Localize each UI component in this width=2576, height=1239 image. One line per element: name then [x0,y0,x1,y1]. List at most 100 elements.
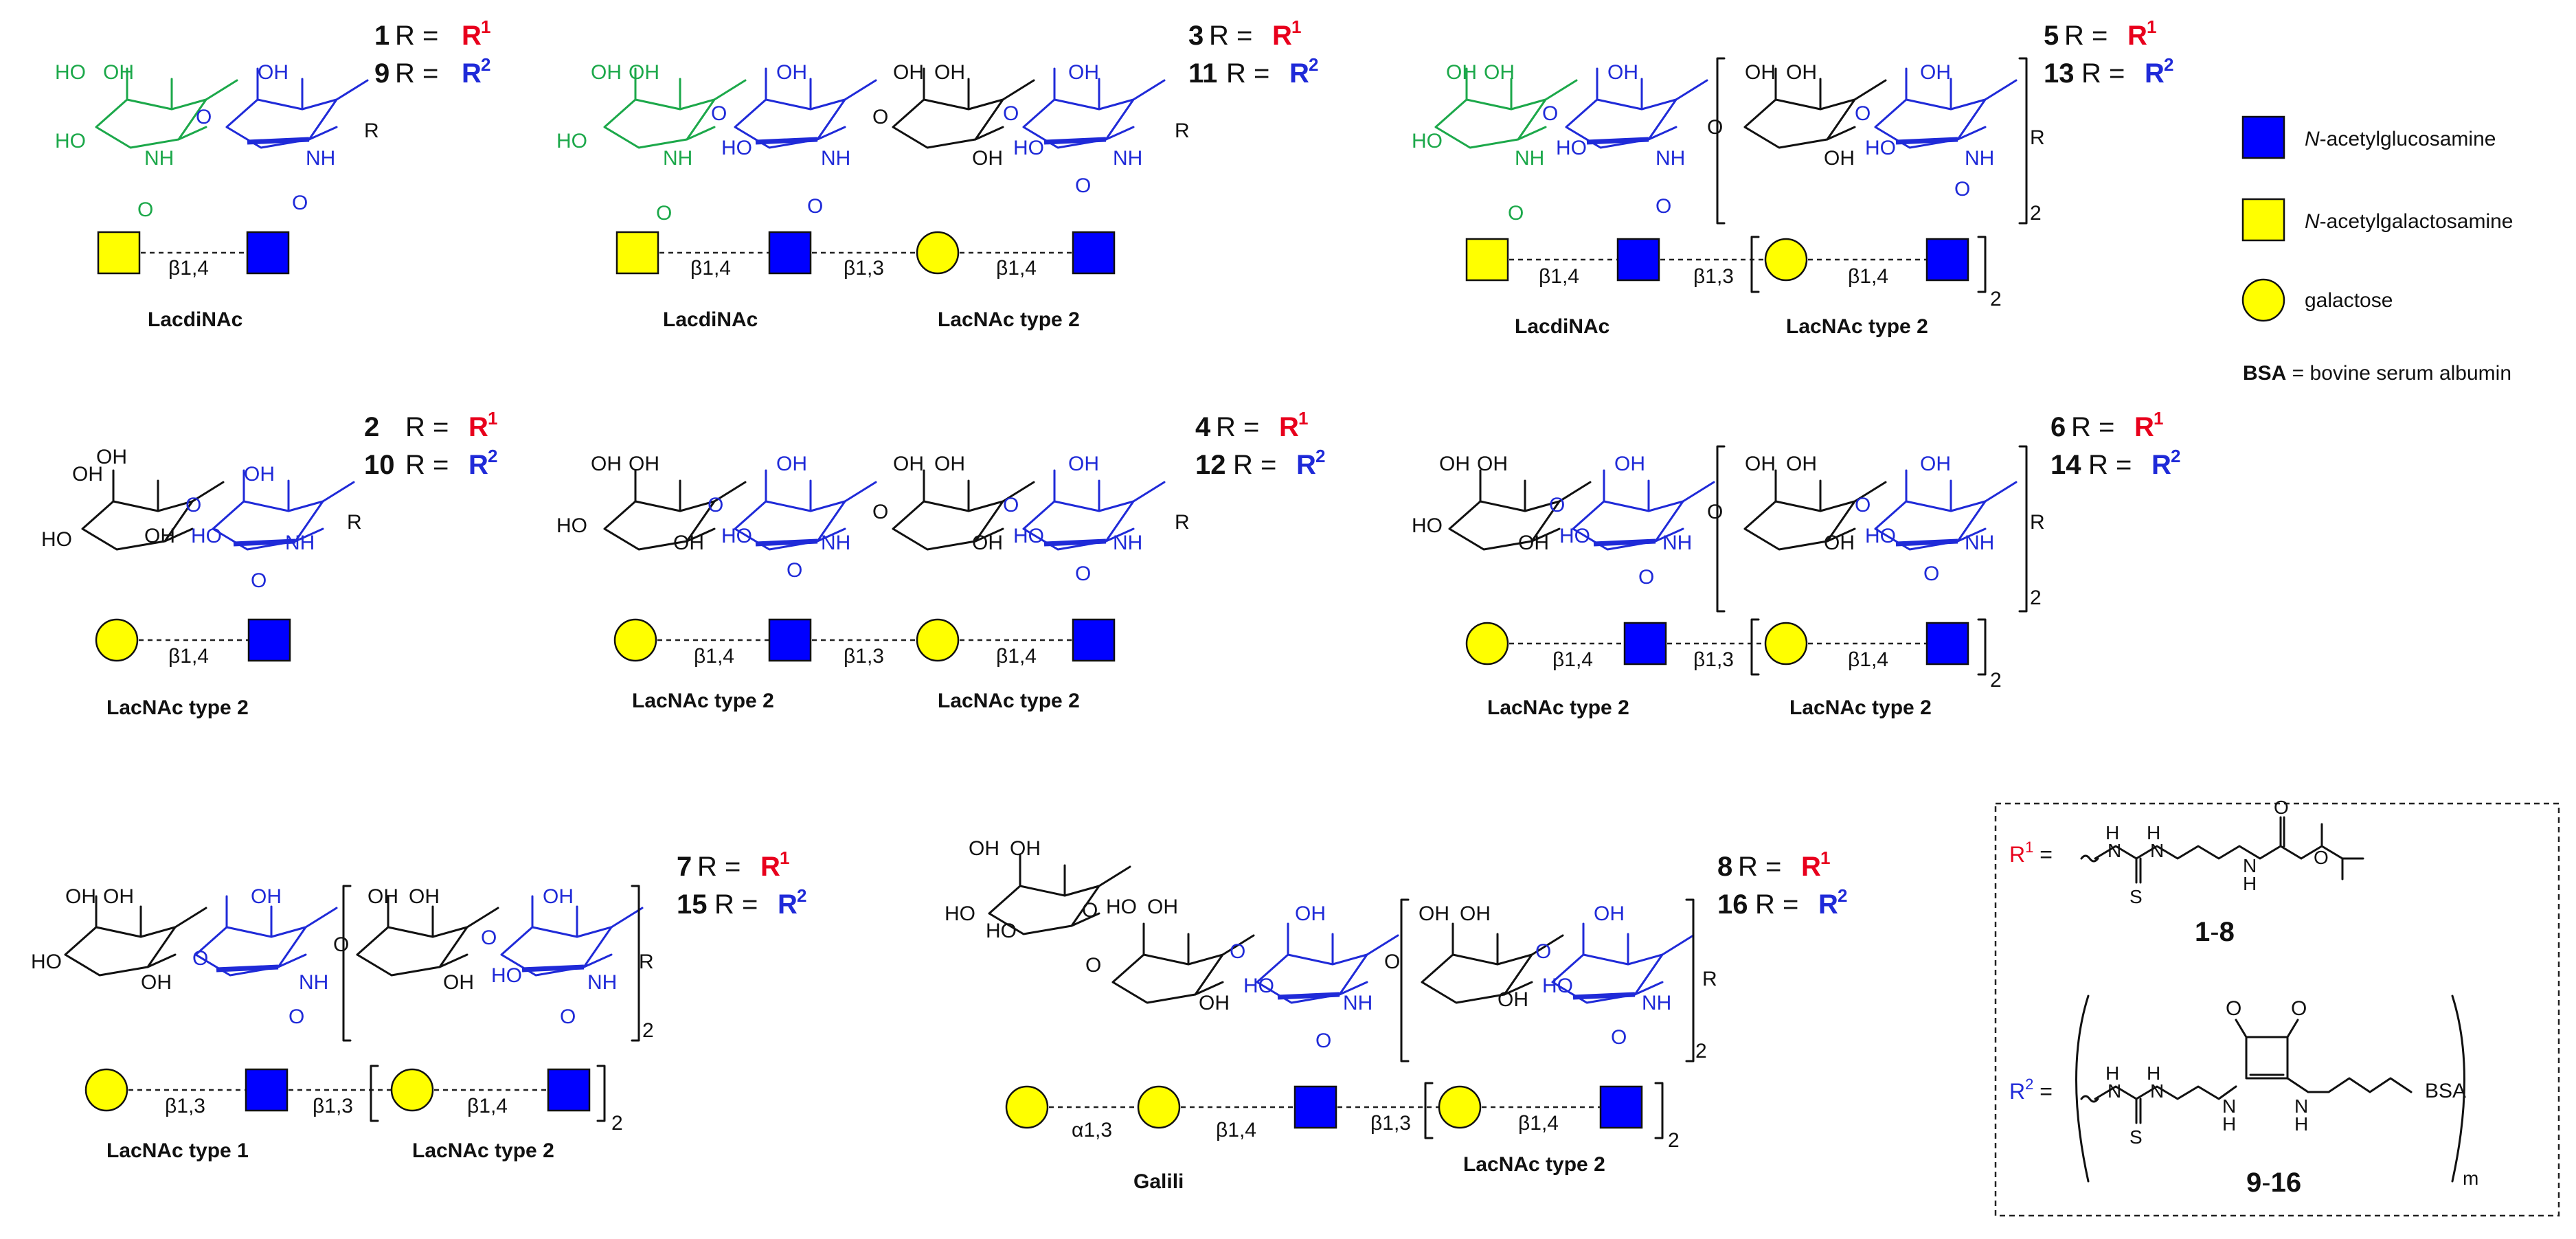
compound-2-structure: OH OH HO OH O OH HO NH O R [41,446,362,592]
r2-superscript: 2 [1315,446,1325,466]
atom-label: OH [1498,988,1528,1011]
compound-number: 5 [2044,21,2059,51]
legend-text: -acetylglucosamine [2320,128,2496,150]
compound-2-glycan: β1,4 LacNAc type 2 [95,618,291,719]
repeat-count: 2 [1990,669,2002,692]
linkage-label: β1,4 [168,257,209,280]
r-equals: R = [714,889,758,920]
atom-label: HO [1559,525,1590,547]
atom-label: OH [1477,453,1508,475]
atom-label: HO [1013,525,1044,547]
r2-symbol: R [778,889,798,920]
atom-label: OH [1745,453,1776,475]
atom-label: O [1855,494,1871,516]
atom-label: NH [663,147,692,170]
glcnac-square-icon [2241,115,2285,159]
atom-label: OH [972,147,1003,170]
compound-number: 15 [677,889,708,920]
atom-label: HO [1865,137,1896,159]
repeat-count: 2 [642,1019,654,1042]
atom-label: O [708,494,723,516]
r2-superscript: 2 [2164,54,2173,75]
atom-label: OH [1920,61,1951,84]
compound-8-structure: OH OH HO HO O O HO OH OH O OH HO NH O O … [945,837,1717,1062]
atom-label: H [2105,1062,2119,1084]
compound-number: 14 [2050,450,2081,480]
bsa-label: BSA [2425,1080,2466,1102]
unit-label: LacdiNAc [1515,315,1609,338]
atom-label: OH [1518,532,1549,554]
atom-label: O [711,102,727,125]
r1-superscript: 1 [481,16,490,37]
compound-7-numbers: 7 R = R 1 15 R = R 2 [677,848,806,920]
atom-label: S [2129,886,2143,907]
atom-label: OH [409,885,440,908]
atom-label: HO [721,525,752,547]
atom-label: OH [776,61,807,84]
atom-label: OH [776,453,807,475]
compound-3-glycan: β1,4 β1,3 β1,4 LacdiNAc LacNAc type 2 [615,231,1116,331]
atom-label: H [2243,873,2257,894]
atom-label: NH [1662,532,1692,554]
linkage-label: β1,4 [1518,1112,1559,1135]
unit-label: LacNAc type 2 [1786,315,1928,338]
atom-label: OH [591,61,622,84]
r-equals: R = [2088,450,2132,480]
atom-label: OH [629,61,659,84]
r2-superscript: 2 [797,885,806,906]
repeat-count: 2 [2030,587,2042,609]
gal-circle-icon [1465,622,1509,666]
atom-label: O [872,501,888,523]
r1-symbol: R [2127,21,2147,51]
r2-symbol: R [1289,58,1309,89]
atom-label: OH [65,885,96,908]
gal-circle-icon [1438,1085,1482,1129]
unit-label: LacNAc type 1 [106,1139,249,1162]
atom-label: HO [55,130,86,152]
atom-label: HO [31,951,62,973]
compound-4-glycan: β1,4 β1,3 β1,4 LacNAc type 2 LacNAc type… [613,618,1116,712]
legend-prefix: N [2305,128,2320,150]
r2-symbol: R [2145,58,2165,89]
atom-label: NH [306,147,335,170]
atom-label: NH [1965,147,1994,170]
compound-number: 8 [1717,852,1732,882]
atom-label: HO [491,964,522,987]
r-equals: R = [1216,412,1259,442]
gal-circle-icon [916,231,960,275]
atom-label: H [2294,1113,2308,1135]
atom-label: OH [1824,147,1855,170]
r2-superscript: 2 [481,54,490,75]
atom-label: O [560,1005,576,1028]
atom-label: R [1175,120,1190,142]
compound-5-structure: OH OH HO NH O O OH HO NH O O OH OH OH O … [1412,57,2045,225]
atom-label: OH [1607,61,1638,84]
r2-symbol: R [1296,450,1316,480]
atom-label: O [1003,102,1019,125]
r1-superscript: 1 [1298,408,1308,429]
repeat-m: m [2463,1168,2478,1189]
atom-label: O [1085,954,1101,977]
r2-def-label: R2 = [2009,1076,2053,1104]
atom-label: O [1954,178,1970,201]
atom-label: NH [299,971,328,994]
unit-label: LacNAc type 2 [1463,1153,1605,1176]
unit-label: LacNAc type 2 [412,1139,554,1162]
atom-label: NH [1515,147,1544,170]
atom-label: S [2129,1126,2143,1148]
linkage-label: β1,3 [313,1095,353,1117]
atom-label: O [137,198,153,221]
glcnac-square-icon [246,231,290,275]
unit-label: LacdiNAc [148,308,242,331]
linkage-label: β1,3 [844,645,884,668]
atom-label: OH [1419,902,1449,925]
repeat-count: 2 [1695,1040,1707,1062]
atom-label: O [1003,494,1019,516]
repeat-brackets [1424,1082,1664,1139]
atom-label: OH [368,885,398,908]
atom-label: NH [1656,147,1685,170]
linkage-label: β1,4 [690,257,731,280]
r2-superscript: 2 [1838,885,1847,906]
repeat-count: 2 [1990,288,2002,310]
